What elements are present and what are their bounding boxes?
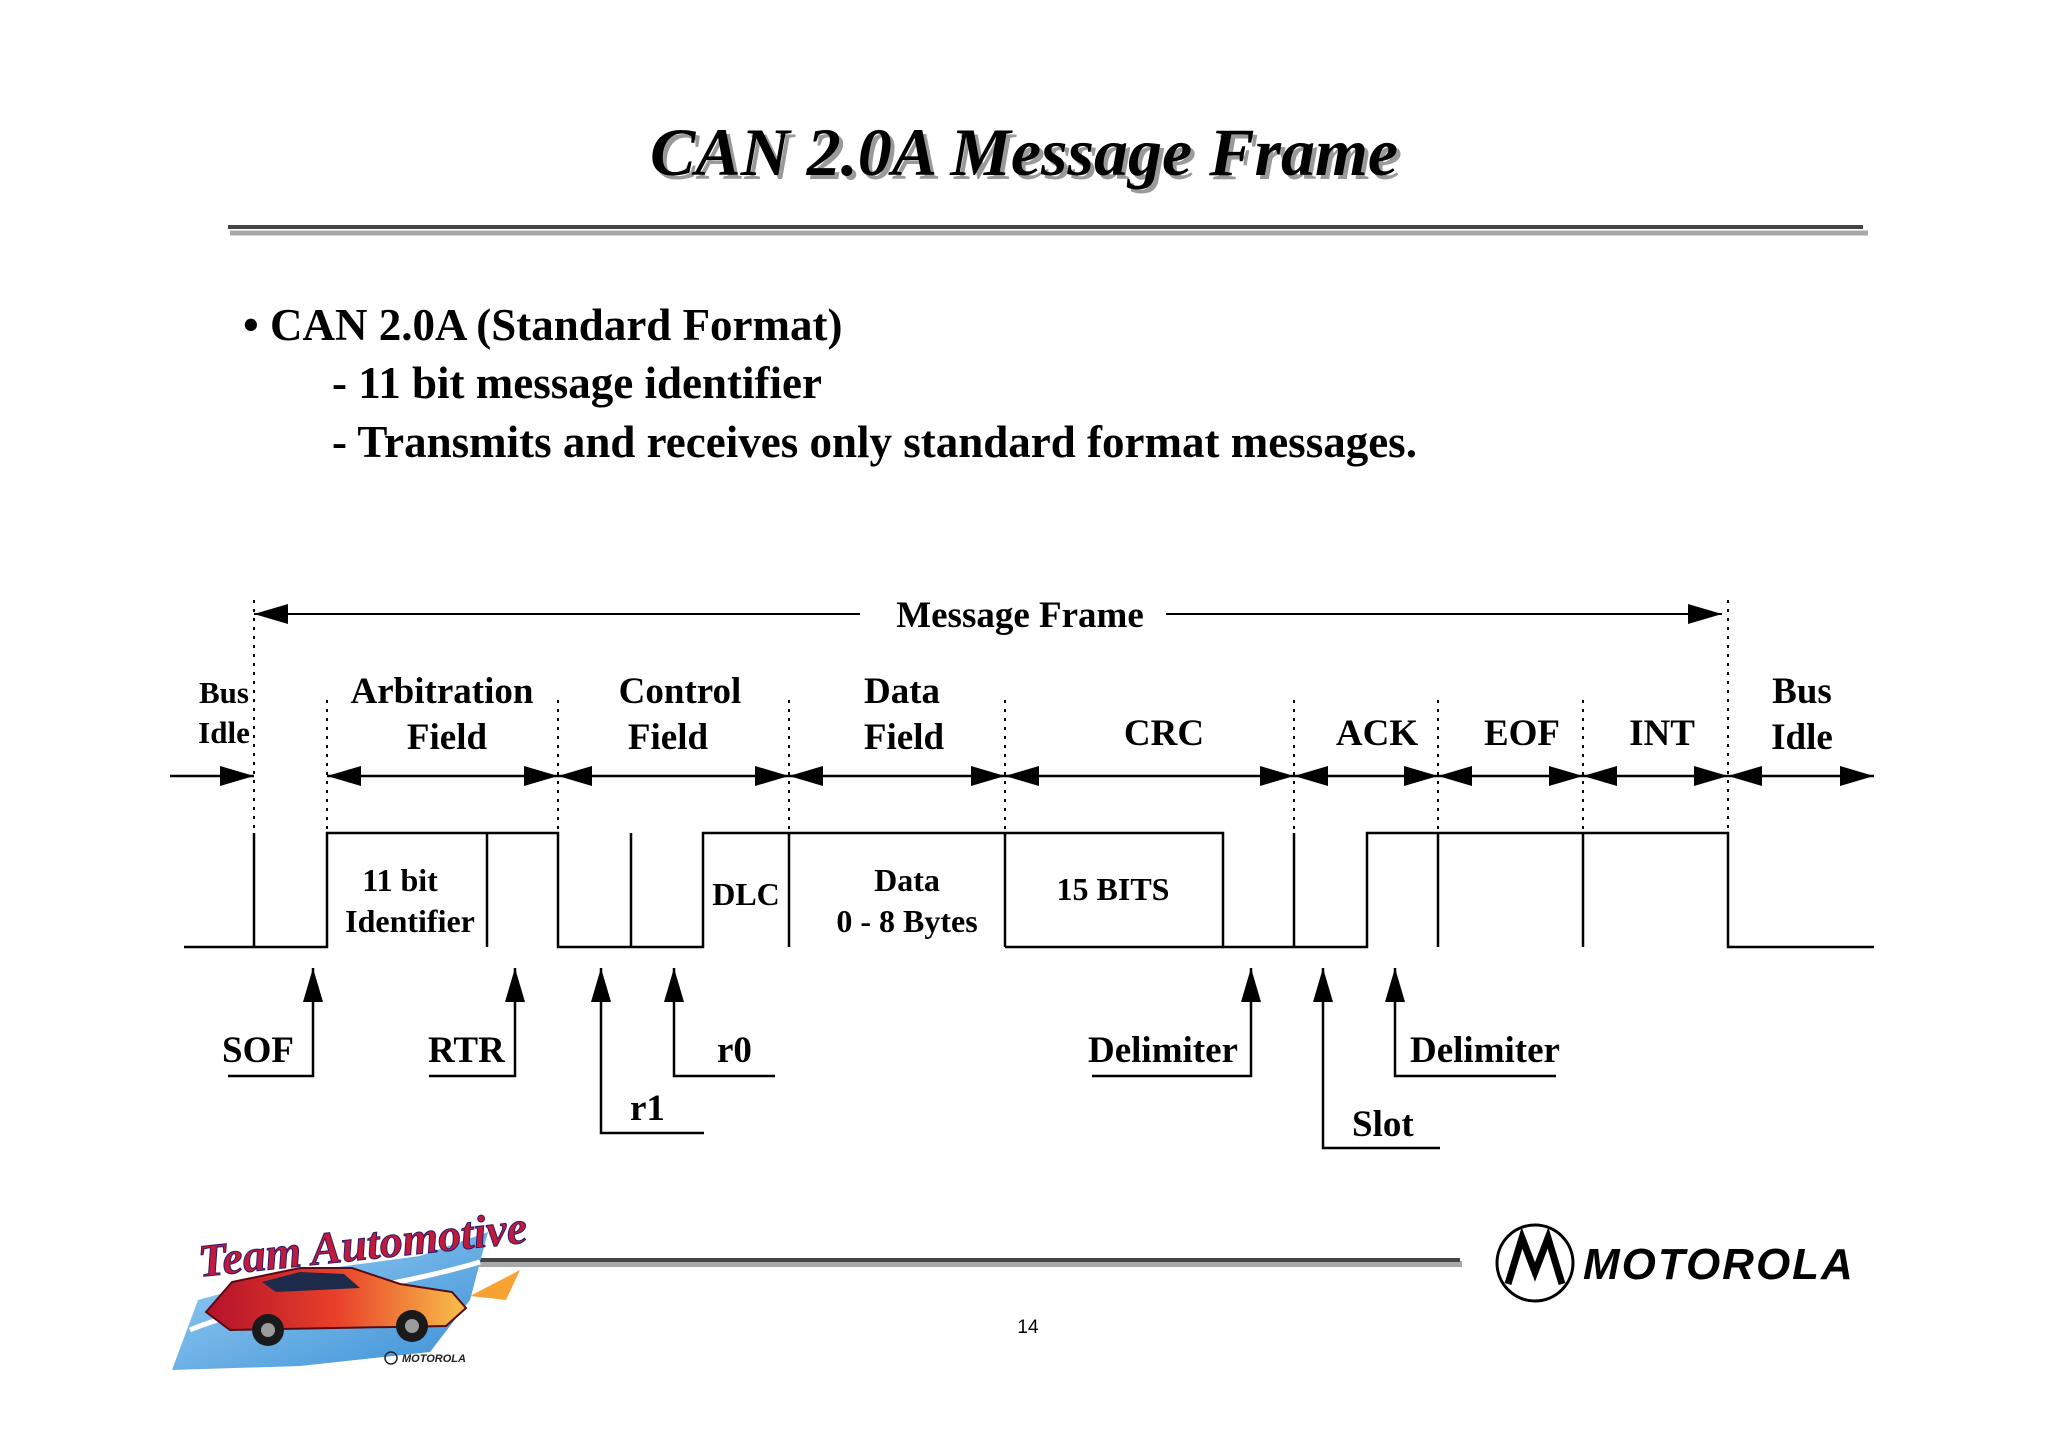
slide-title: CAN 2.0A Message Frame [650, 114, 1398, 190]
dlc-box-label: DLC [712, 876, 780, 912]
arbitration-field-label-2: Field [407, 717, 488, 758]
int-field-label: INT [1629, 713, 1695, 754]
page-number: 14 [1017, 1317, 1039, 1338]
bus-idle-right-label-1: Bus [1772, 671, 1832, 712]
bullet-sub-standard: - Transmits and receives only standard f… [332, 417, 1417, 467]
logo-motorola-small: MOTOROLA [402, 1353, 466, 1365]
bus-idle-left-label-2: Idle [198, 715, 250, 750]
identifier-box-label-2: Identifier [345, 903, 475, 939]
motorola-emblem-icon [1495, 1223, 1575, 1303]
arbitration-field-label-1: Arbitration [351, 671, 534, 712]
signal-waveform [184, 831, 1874, 949]
data-box-label-1: Data [874, 862, 940, 898]
data-field-label-1: Data [864, 671, 940, 712]
bullet-main: • CAN 2.0A (Standard Format) [243, 300, 842, 350]
sof-pointer-label: SOF [222, 1030, 294, 1071]
rtr-pointer-label: RTR [428, 1030, 506, 1071]
control-field-label-1: Control [619, 671, 742, 712]
data-box-label-2: 0 - 8 Bytes [836, 903, 977, 939]
r1-pointer-label: r1 [630, 1088, 665, 1129]
bullet-sub-identifier: - 11 bit message identifier [332, 358, 822, 408]
message-frame-span: Message Frame [254, 595, 1722, 636]
data-field-label-2: Field [864, 717, 945, 758]
eof-field-label: EOF [1484, 713, 1560, 754]
logo-motorola-small-emblem [384, 1351, 398, 1365]
bus-idle-right-label-2: Idle [1771, 717, 1833, 758]
identifier-box-label-1: 11 bit [362, 862, 438, 898]
bus-idle-left-label-1: Bus [199, 675, 249, 710]
ack-delimiter-pointer-label: Delimiter [1410, 1030, 1560, 1071]
motorola-wordmark: MOTOROLA [1583, 1240, 1855, 1289]
crc-bits-box-label: 15 BITS [1057, 871, 1170, 907]
message-frame-label: Message Frame [896, 595, 1144, 636]
r0-pointer-label: r0 [717, 1030, 752, 1071]
pointer-arrows [228, 968, 1556, 1150]
slot-pointer-label: Slot [1352, 1104, 1414, 1145]
slide-title-shadow: CAN 2.0A Message Frame [654, 118, 1402, 194]
crc-field-label: CRC [1124, 713, 1204, 754]
control-field-label-2: Field [628, 717, 709, 758]
ack-field-label: ACK [1336, 713, 1418, 754]
field-separators [253, 600, 1729, 836]
team-automotive-logo: Team Automotive MOTOROLA [172, 1201, 530, 1370]
crc-delimiter-pointer-label: Delimiter [1088, 1030, 1238, 1071]
